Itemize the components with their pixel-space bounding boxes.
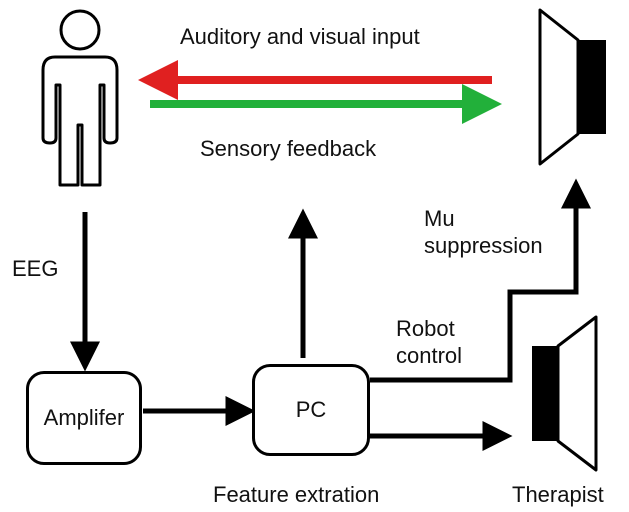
mu-suppression-label-line1: Mu <box>424 206 455 231</box>
therapist-label: Therapist <box>512 482 604 507</box>
robot-control-arrow <box>370 178 591 383</box>
amplifier-box: Amplifer <box>26 371 142 465</box>
pc-label: PC <box>295 397 327 422</box>
robot-screen-icon <box>538 8 606 166</box>
amplifier-label: Amplifer <box>43 405 125 430</box>
input-label: Auditory and visual input <box>180 24 420 49</box>
robot-control-label-line1: Robot <box>396 316 455 341</box>
mu-suppression-label-line2: suppression <box>424 233 543 258</box>
pc-box: PC <box>252 364 370 456</box>
therapist-screen-icon <box>532 315 598 472</box>
robot-control-label-line2: control <box>396 343 463 368</box>
eeg-label: EEG <box>12 256 59 281</box>
feature-extraction-label: Feature extration <box>213 482 380 507</box>
person-outline-icon <box>41 9 119 187</box>
sensory-feedback-label: Sensory feedback <box>200 136 377 161</box>
